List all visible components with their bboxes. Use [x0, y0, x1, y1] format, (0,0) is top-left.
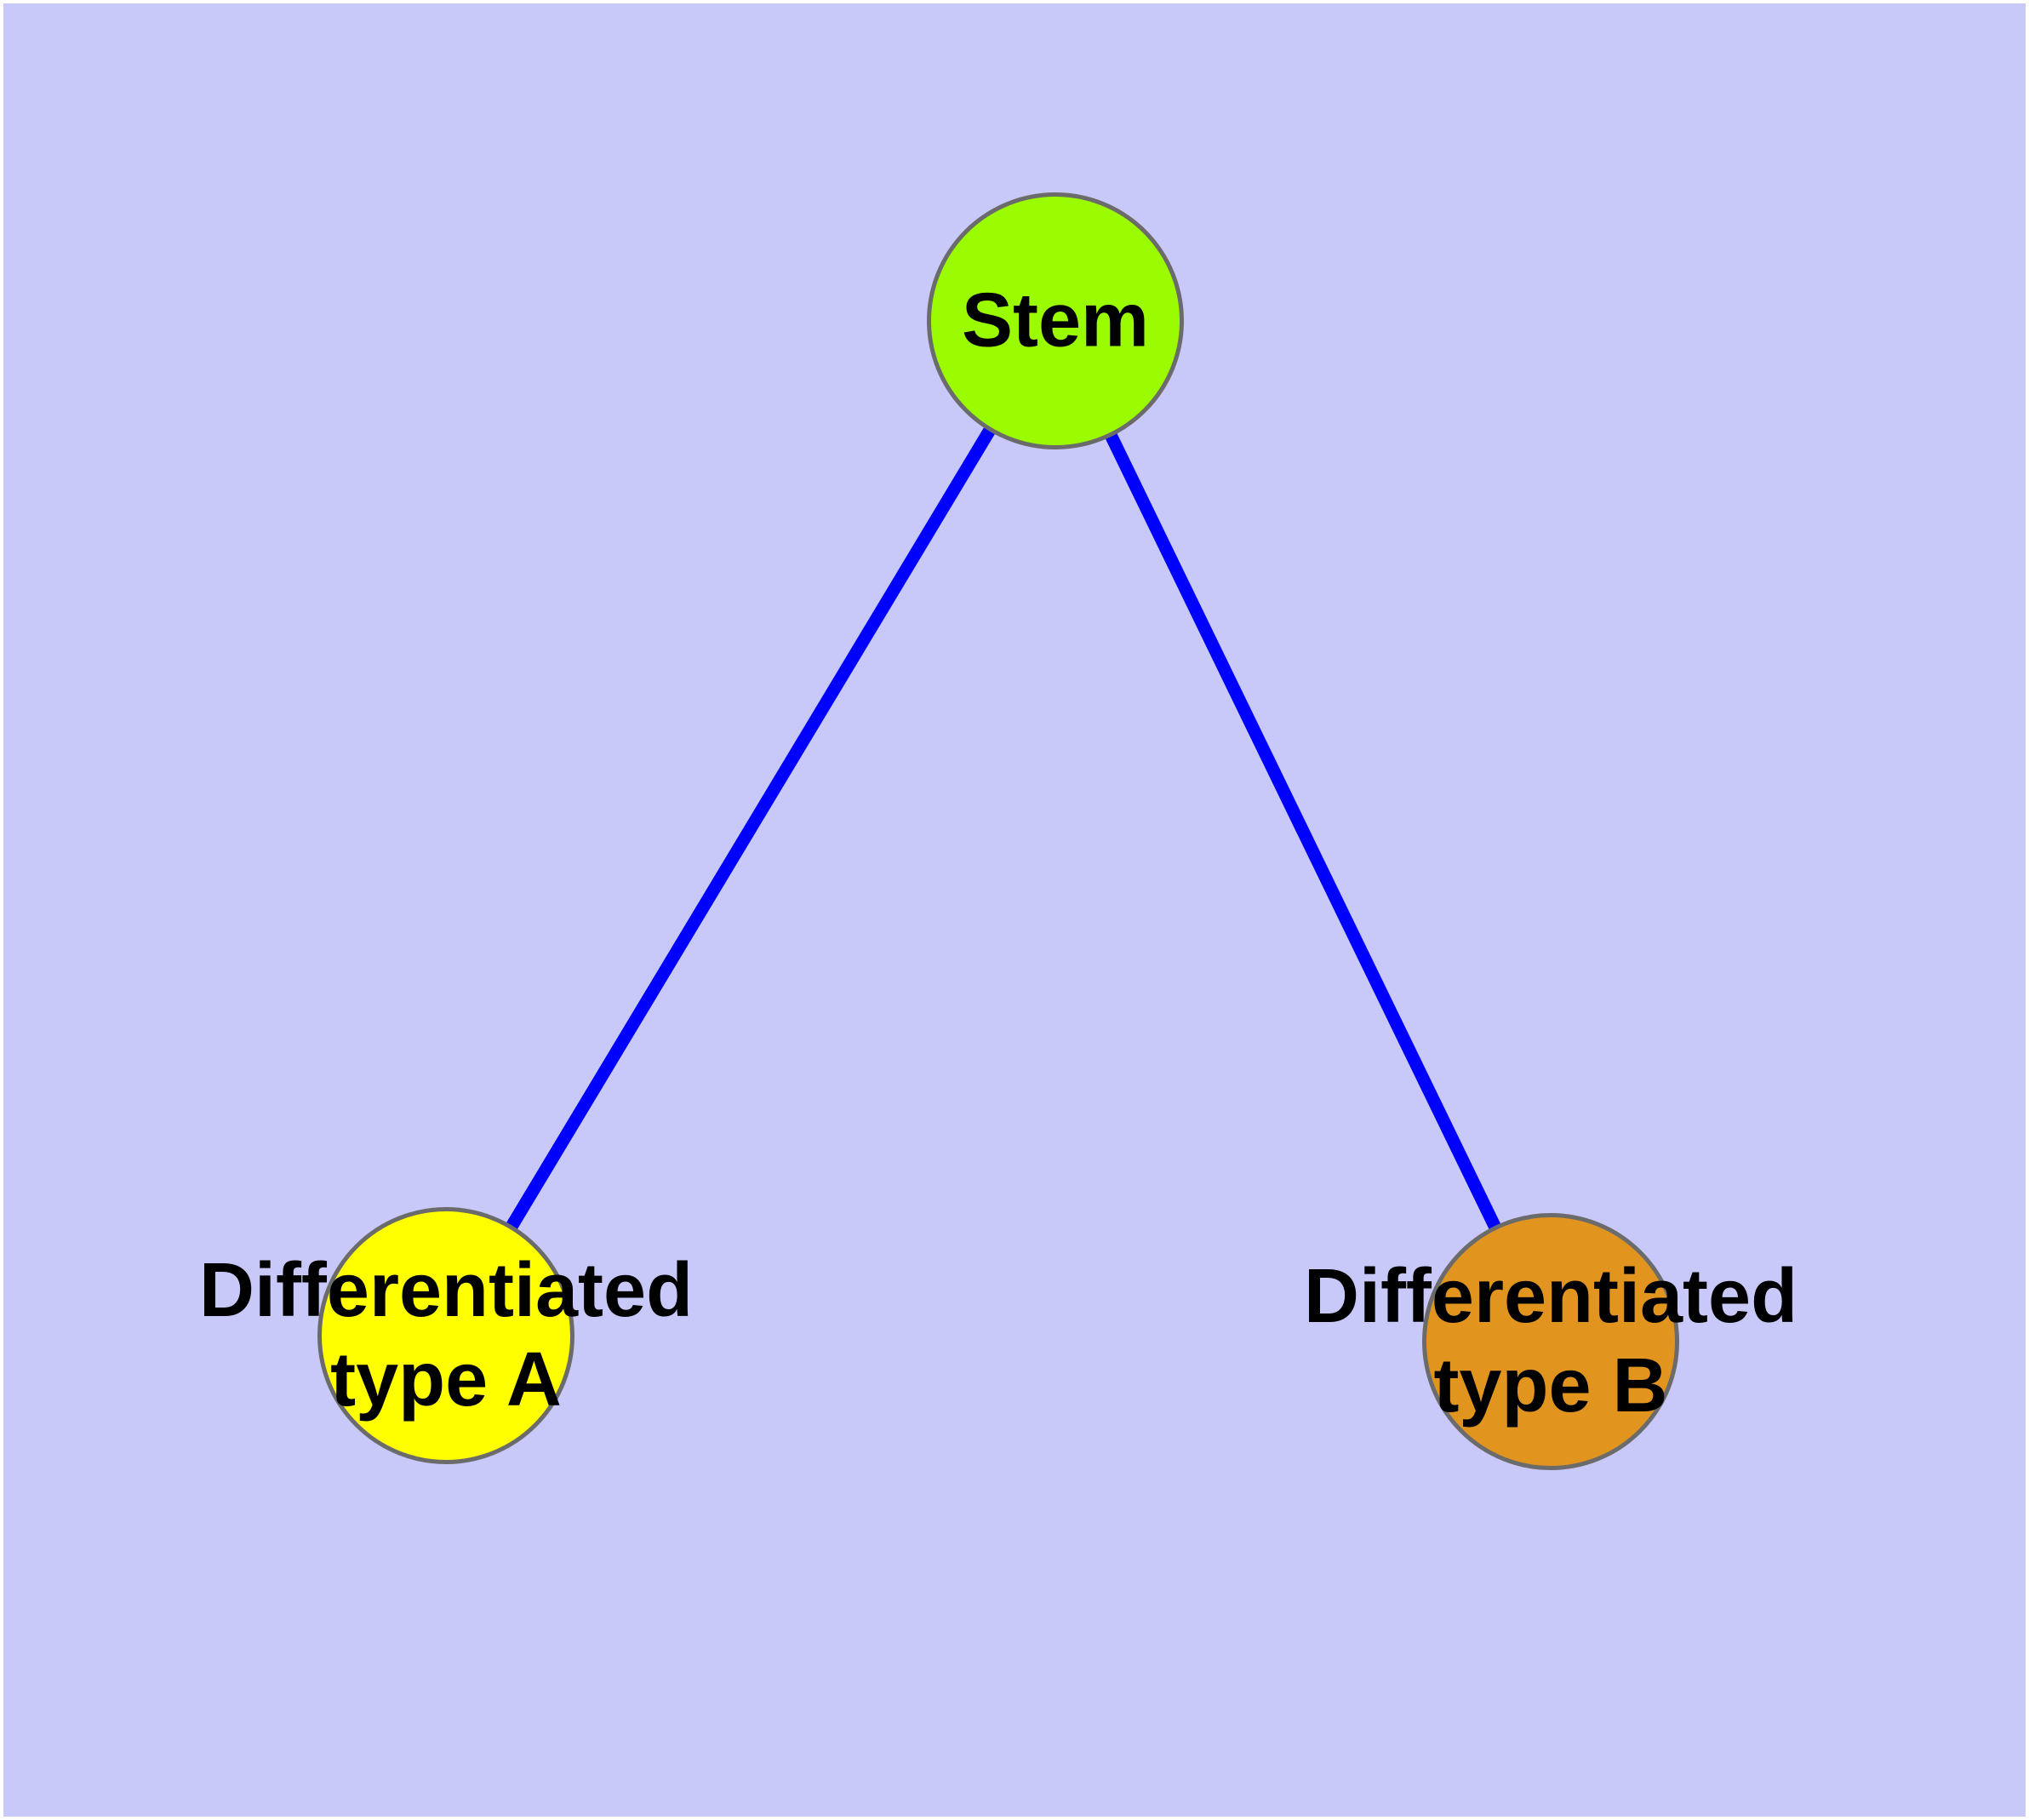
- node-differentiated-type-b[interactable]: [1422, 1213, 1679, 1470]
- node-stem[interactable]: [927, 192, 1184, 449]
- edge-stem-to-type-a: [440, 318, 1061, 1339]
- node-differentiated-type-a[interactable]: [317, 1207, 574, 1464]
- edge-stem-to-type-b: [1049, 318, 1557, 1345]
- edges-layer: [440, 318, 1557, 1345]
